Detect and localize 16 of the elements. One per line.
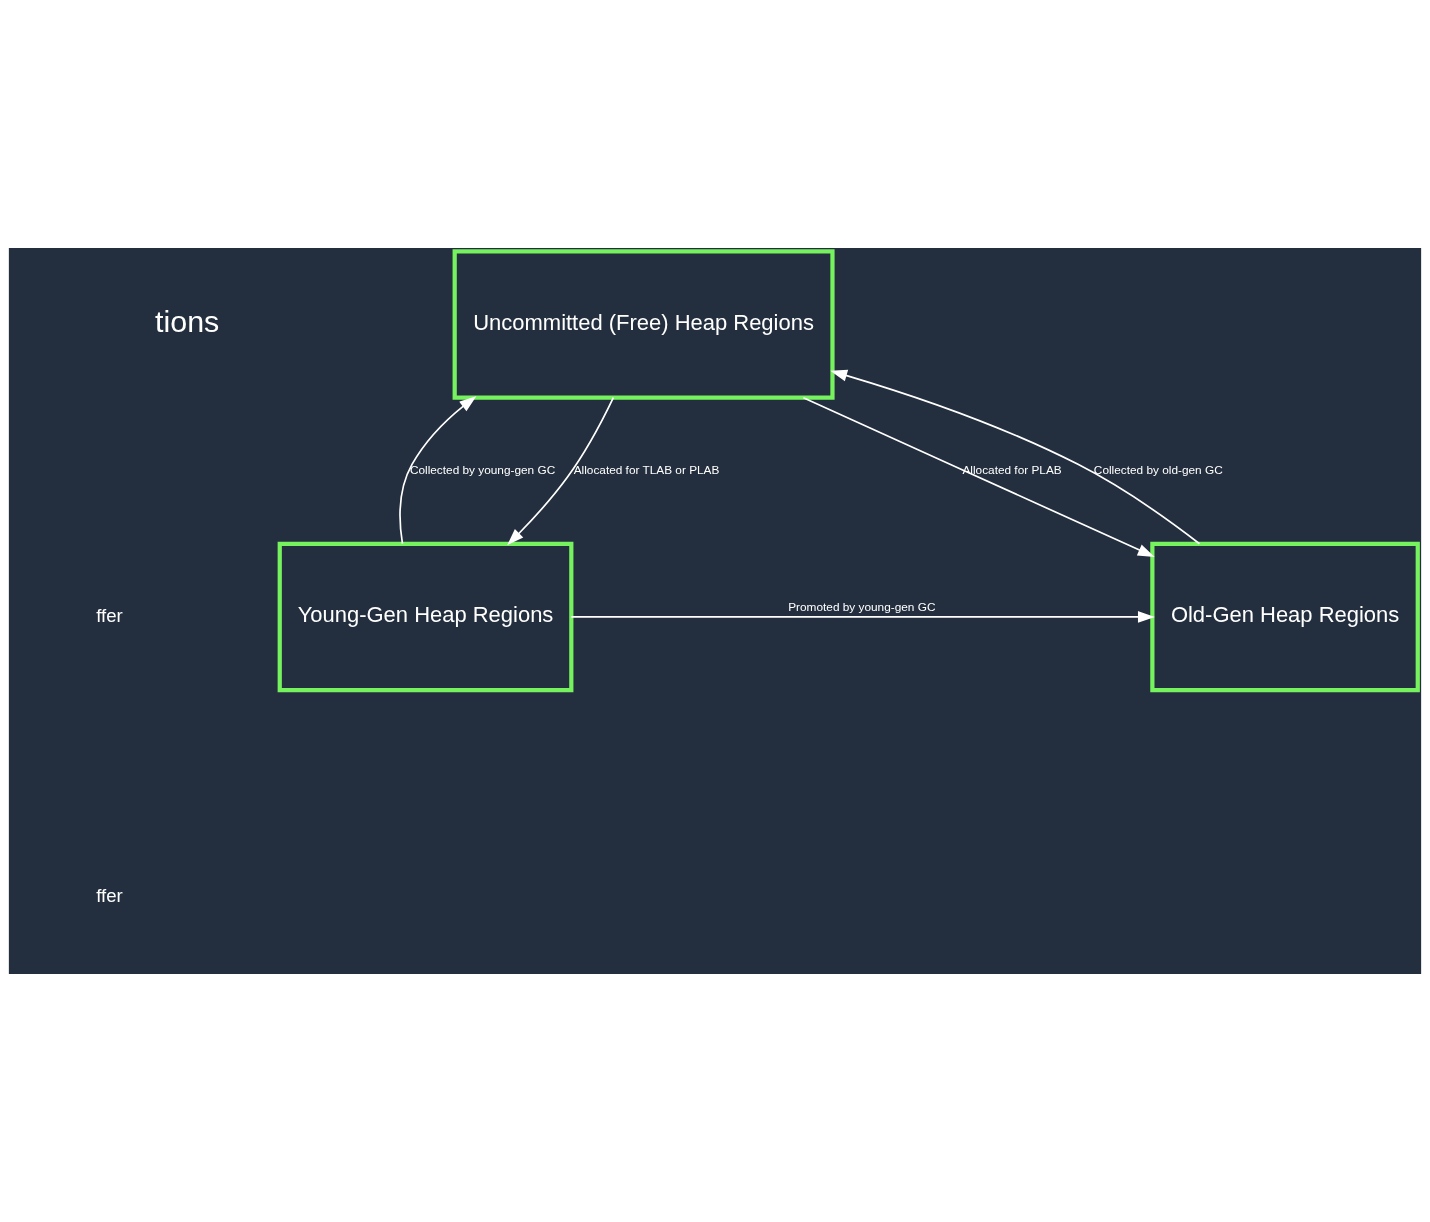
label: ffer [96,885,123,907]
edge-label: Promoted by young-gen GC [788,600,936,615]
arrow [802,396,1155,557]
arrow [570,611,1155,623]
arrow [507,396,615,546]
edge-label: Allocated for PLAB [962,462,1062,477]
arrow [830,369,1201,545]
arrow [399,396,477,545]
edge-label: Allocated for TLAB or PLAB [573,462,720,477]
node-box: Old-Gen Heap Regions [1150,541,1420,693]
edge-label: Collected by young-gen GC [409,462,556,477]
label: ffer [96,604,123,626]
node-box: Uncommitted (Free) Heap Regions [452,249,835,400]
edge-label: Collected by old-gen GC [1093,462,1223,477]
label: tions [155,303,220,338]
node-box: Young-Gen Heap Regions [277,541,574,693]
